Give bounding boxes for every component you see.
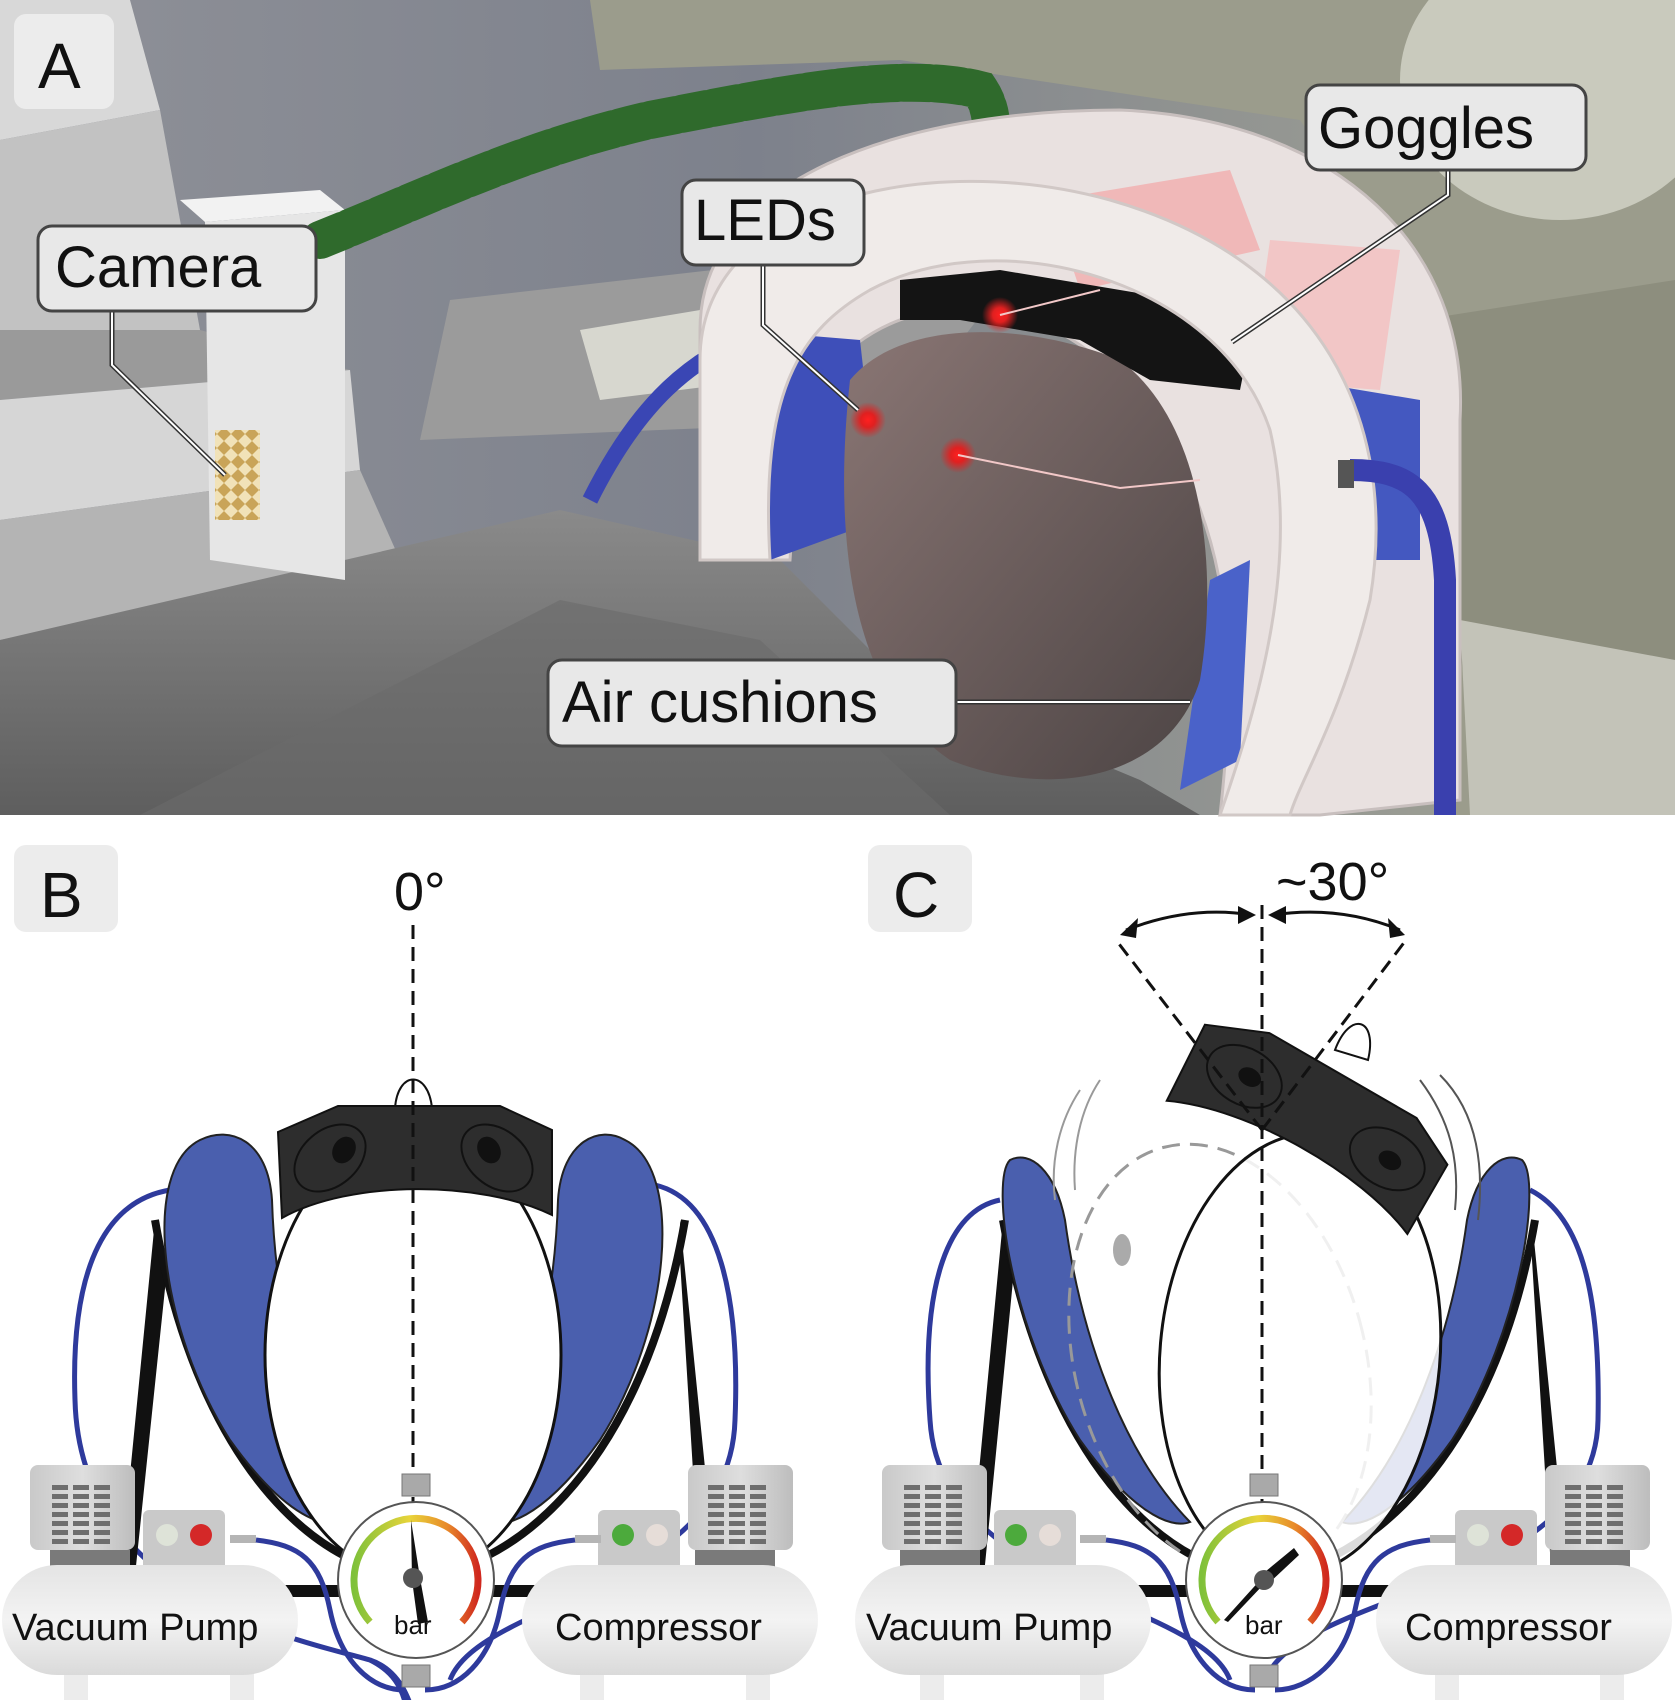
panel-b-letter: B: [40, 859, 83, 931]
panel-c-letter: C: [893, 859, 939, 931]
indicator-light-red: [1501, 1524, 1523, 1546]
scanner-bed-rail: [1460, 620, 1675, 815]
indicator-light-off: [156, 1524, 178, 1546]
panel-b: B 0° bar: [2, 845, 818, 1700]
motion-lines: [1419, 1079, 1458, 1211]
tube-b-junction: [368, 1657, 407, 1700]
air-tube-right: [1349, 459, 1456, 815]
eye-c-left: [1238, 1067, 1262, 1087]
tube-b-right: [447, 1182, 739, 1681]
rotation-arrow-left: [1125, 910, 1253, 932]
compressor-c: Compressor: [1376, 1465, 1672, 1700]
tube-c-left: [925, 1197, 1233, 1681]
vacuum-pump-b-label: Vacuum Pump: [12, 1607, 258, 1649]
tilt-line-right: [1260, 939, 1408, 1131]
goggles-b: [276, 1105, 553, 1220]
vacuum-pump-c: Vacuum Pump: [855, 1465, 1151, 1700]
callout-camera: Camera: [36, 224, 318, 313]
angle-label-c: ~30°: [1276, 852, 1389, 912]
vacuum-pump-b: Vacuum Pump: [2, 1465, 298, 1700]
gauge-needle-c: [1224, 1578, 1264, 1622]
gauge-unit-c: bar: [1245, 1610, 1283, 1640]
eye-b-right: [477, 1136, 501, 1164]
tube-b-compressor: [424, 1537, 576, 1693]
flexible-arm: [301, 63, 1011, 259]
arrowhead-icon: [1238, 906, 1256, 924]
indicator-light-green: [1005, 1524, 1027, 1546]
panel-b-letter-box: [14, 845, 118, 932]
leds-leader-inner: [762, 248, 859, 411]
callout-leds-label: LEDs: [694, 188, 836, 253]
camera-top: [180, 190, 345, 222]
led-wire: [957, 454, 1201, 490]
callout-camera-label: Camera: [55, 235, 262, 300]
motion-lines: [1439, 1074, 1482, 1221]
compressor-b-label: Compressor: [555, 1607, 762, 1649]
rotation-arrow-right: [1271, 910, 1401, 932]
nose-c: [1333, 1022, 1371, 1062]
gauge-needle-b: [411, 1520, 428, 1624]
angle-label-b: 0°: [394, 862, 446, 922]
tilt-line-left: [1114, 939, 1264, 1131]
gauge-unit-b: bar: [394, 1610, 432, 1640]
callout-leds: LEDs: [680, 178, 866, 267]
tube-c-compressor: [1274, 1537, 1431, 1693]
panel-a-letter-box: [14, 14, 114, 109]
arrowhead-icon: [1388, 918, 1405, 938]
compressor-b: Compressor: [522, 1465, 818, 1700]
indicator-light-red: [190, 1524, 212, 1546]
air-cushion-lower: [1180, 560, 1250, 790]
callout-air-cushions-label: Air cushions: [562, 670, 878, 735]
nose-b: [393, 1078, 434, 1109]
arrowhead-icon: [1268, 906, 1286, 924]
tube-c-vacuum: [1105, 1537, 1256, 1693]
gauge-scale-b: [350, 1514, 482, 1625]
panel-c: C ~30°: [855, 845, 1672, 1700]
callout-goggles: Goggles: [1304, 83, 1588, 172]
tube-connector: [1338, 460, 1354, 488]
scanner-bore: [590, 0, 1675, 815]
eyepiece-c-right: [1348, 1126, 1426, 1192]
body-shadow: [140, 600, 950, 815]
air-cushion-c-left: [1001, 1156, 1192, 1525]
eye-c-right: [1378, 1150, 1402, 1171]
compressor-c-label: Compressor: [1405, 1607, 1612, 1649]
panel-a-letter: A: [38, 30, 81, 102]
camera-leader-inner: [111, 295, 226, 476]
goggles-c: [1165, 1023, 1449, 1236]
led-wire: [999, 289, 1101, 316]
eyepiece-b-left: [293, 1123, 367, 1193]
tube-b-vacuum: [255, 1537, 406, 1693]
arrowhead-icon: [1120, 918, 1138, 938]
callout-goggles-label: Goggles: [1318, 96, 1534, 161]
gauge-scale-c: [1198, 1514, 1330, 1625]
indicator-light-off: [1467, 1524, 1489, 1546]
eyepiece-c-left: [1206, 1043, 1283, 1109]
panel-c-letter-box: [868, 845, 972, 932]
pressure-gauge-c: bar: [1185, 1473, 1343, 1688]
motion-lines: [1052, 1089, 1081, 1201]
panel-a: A Camera LEDs Goggles Air cushions: [0, 0, 1675, 817]
vacuum-pump-c-label: Vacuum Pump: [866, 1607, 1112, 1649]
motion-lines: [1073, 1079, 1101, 1191]
eye-b-left: [332, 1136, 356, 1164]
eyepiece-b-right: [460, 1123, 534, 1193]
indicator-light-off: [1039, 1524, 1061, 1546]
indicator-light-off: [646, 1524, 668, 1546]
led-icon: [850, 402, 886, 438]
callout-air-cushions: Air cushions: [546, 658, 958, 748]
pressure-gauge-b: bar: [337, 1473, 495, 1688]
eye-c-ghost: [1113, 1234, 1131, 1266]
indicator-light-green: [612, 1524, 634, 1546]
